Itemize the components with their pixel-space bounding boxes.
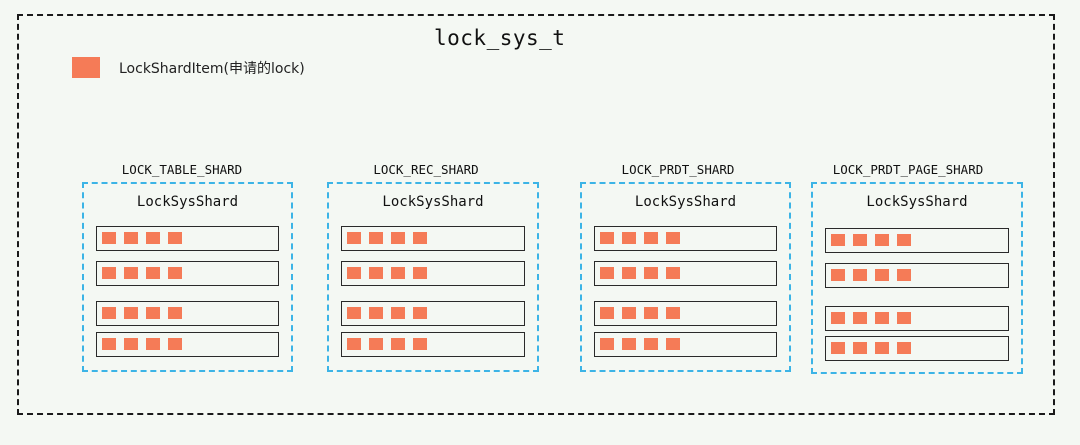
shard-row: [96, 261, 279, 286]
lock-sys-shard: LockSysShard: [811, 182, 1023, 374]
lock-shard-item: [897, 342, 911, 354]
lock-sys-shard: LockSysShard: [327, 182, 539, 372]
lock-shard-item: [369, 338, 383, 350]
shard-label-lock-table-shard: LOCK_TABLE_SHARD: [121, 162, 243, 177]
lock-shard-item: [600, 338, 614, 350]
lock-shard-item: [831, 234, 845, 246]
lock-sys-shard: LockSysShard: [82, 182, 293, 372]
lock-sys-container: [17, 14, 1055, 415]
lock-shard-item: [413, 307, 427, 319]
lock-shard-item: [102, 338, 116, 350]
lock-shard-item: [600, 307, 614, 319]
lock-shard-item: [897, 312, 911, 324]
lock-shard-item: [347, 307, 361, 319]
lock-shard-item: [875, 312, 889, 324]
lock-shard-item: [124, 232, 138, 244]
shard-row: [594, 301, 777, 326]
shard-label-lock-prdt-page-shard: LOCK_PRDT_PAGE_SHARD: [832, 162, 984, 177]
lock-sys-shard: LockSysShard: [580, 182, 791, 372]
lock-shard-item: [413, 232, 427, 244]
lock-shard-item: [600, 267, 614, 279]
lock-shard-item: [168, 267, 182, 279]
lock-shard-item: [875, 342, 889, 354]
lock-shard-item: [413, 267, 427, 279]
lock-shard-item: [853, 342, 867, 354]
lock-shard-item: [622, 338, 636, 350]
lock-shard-item: [875, 269, 889, 281]
shard-row: [96, 301, 279, 326]
lock-shard-item: [347, 267, 361, 279]
shard-row: [594, 332, 777, 357]
lock-shard-item: [347, 338, 361, 350]
lock-shard-item: [347, 232, 361, 244]
lock-shard-item: [875, 234, 889, 246]
shard-row: [594, 261, 777, 286]
legend-label: LockShardItem(申请的lock): [119, 61, 305, 77]
lock-shard-item: [102, 267, 116, 279]
shard-row: [825, 306, 1009, 331]
lock-shard-item: [391, 338, 405, 350]
lock-shard-item: [168, 232, 182, 244]
shard-title: LockSysShard: [866, 194, 968, 210]
lock-shard-item: [391, 267, 405, 279]
lock-shard-item: [644, 307, 658, 319]
legend-swatch: [72, 57, 100, 78]
lock-shard-item: [600, 232, 614, 244]
shard-row: [96, 332, 279, 357]
shard-label-lock-rec-shard: LOCK_REC_SHARD: [373, 162, 479, 177]
lock-shard-item: [124, 307, 138, 319]
shard-row: [341, 261, 525, 286]
lock-shard-item: [644, 232, 658, 244]
lock-shard-item: [413, 338, 427, 350]
lock-shard-item: [644, 338, 658, 350]
lock-shard-item: [831, 312, 845, 324]
lock-shard-item: [853, 234, 867, 246]
lock-shard-item: [622, 232, 636, 244]
lock-shard-item: [853, 269, 867, 281]
lock-shard-item: [666, 338, 680, 350]
shard-row: [341, 301, 525, 326]
lock-shard-item: [146, 307, 160, 319]
shard-row: [825, 228, 1009, 253]
lock-shard-item: [831, 269, 845, 281]
lock-shard-item: [666, 267, 680, 279]
shard-row: [594, 226, 777, 251]
lock-shard-item: [897, 234, 911, 246]
lock-shard-item: [369, 232, 383, 244]
shard-row: [341, 226, 525, 251]
lock-shard-item: [897, 269, 911, 281]
diagram-title: lock_sys_t: [434, 26, 566, 50]
lock-shard-item: [168, 307, 182, 319]
shard-title: LockSysShard: [634, 194, 737, 210]
lock-shard-item: [102, 307, 116, 319]
lock-shard-item: [146, 232, 160, 244]
shard-label-lock-prdt-shard: LOCK_PRDT_SHARD: [621, 162, 735, 177]
lock-shard-item: [146, 267, 160, 279]
lock-shard-item: [666, 232, 680, 244]
lock-shard-item: [622, 267, 636, 279]
lock-shard-item: [666, 307, 680, 319]
lock-shard-item: [102, 232, 116, 244]
shard-row: [96, 226, 279, 251]
lock-shard-item: [369, 307, 383, 319]
lock-shard-item: [853, 312, 867, 324]
lock-shard-item: [369, 267, 383, 279]
shard-title: LockSysShard: [136, 194, 239, 210]
lock-shard-item: [644, 267, 658, 279]
lock-shard-item: [622, 307, 636, 319]
lock-shard-item: [124, 267, 138, 279]
lock-shard-item: [391, 307, 405, 319]
lock-shard-item: [168, 338, 182, 350]
shard-title: LockSysShard: [382, 194, 484, 210]
lock-shard-item: [124, 338, 138, 350]
shard-row: [825, 336, 1009, 361]
lock-shard-item: [146, 338, 160, 350]
shard-row: [341, 332, 525, 357]
lock-shard-item: [391, 232, 405, 244]
lock-shard-item: [831, 342, 845, 354]
shard-row: [825, 263, 1009, 288]
